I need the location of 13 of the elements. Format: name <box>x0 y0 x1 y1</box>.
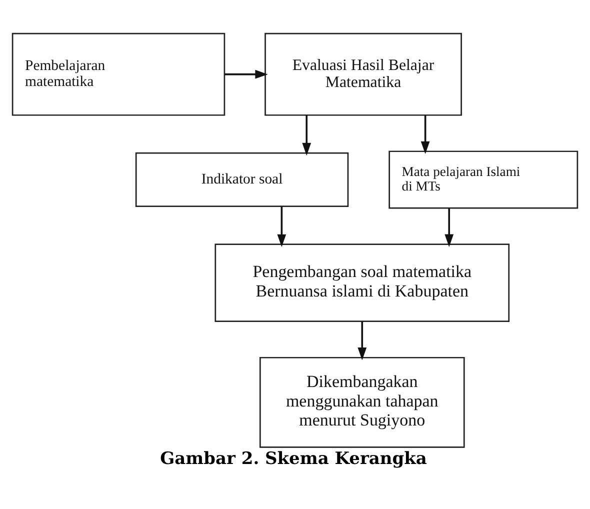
node-box: Evaluasi Hasil Belajar Matematika <box>264 32 462 116</box>
arrow <box>277 206 286 248</box>
node-box: Indikator soal <box>135 152 349 208</box>
arrow <box>358 322 367 360</box>
node-box: Dikembangakan menggunakan tahapan menurut Sugiyono <box>259 356 465 448</box>
node-box: Pembelajaran matematika <box>12 32 226 116</box>
node-box: Pengembangan soal matematika Bernuansa islami di Kabupaten <box>214 244 510 322</box>
caption: Gambar 2. Skema Kerangka <box>160 449 427 470</box>
node-box: Mata pelajaran Islami di MTs <box>388 150 578 209</box>
arrow <box>302 115 312 156</box>
arrow <box>444 208 454 247</box>
arrow <box>224 70 268 79</box>
arrow <box>420 115 430 154</box>
